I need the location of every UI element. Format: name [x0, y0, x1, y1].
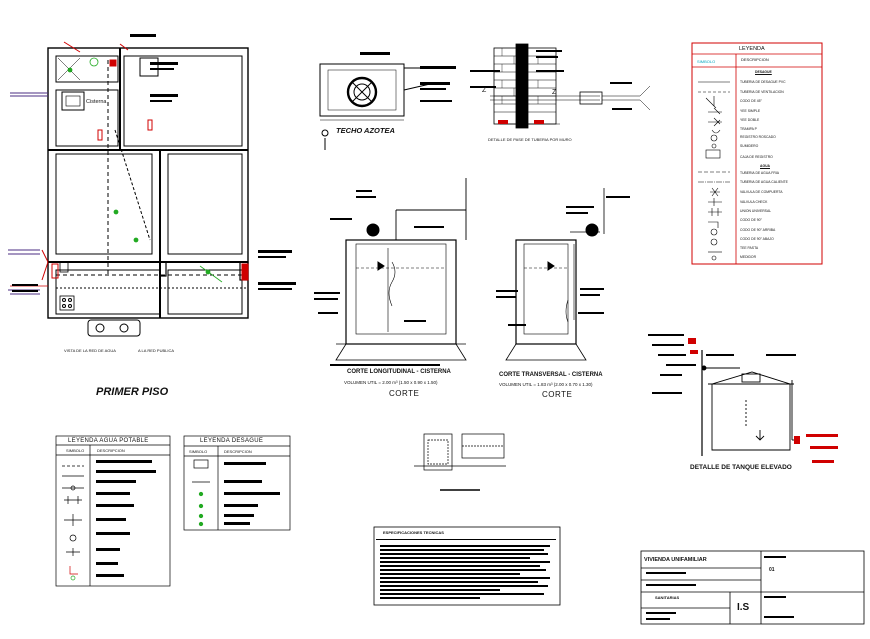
corte-longitudinal-cisterna [335, 178, 467, 361]
plan-green-markers [67, 57, 223, 283]
leyenda-item: TRAMPA P [740, 127, 757, 131]
leyenda-item: TUBERIA DE AGUA FRIA [740, 171, 780, 175]
leyenda-agua-bars [96, 460, 156, 577]
corte-longitudinal-title: CORTE LONGITUDINAL - CISTERNA [347, 369, 451, 375]
plan-note-red-publica: A LA RED PUBLICA [138, 348, 175, 353]
leyenda-item: UNION UNIVERSAL [740, 209, 772, 213]
techo-azotea-detail [319, 63, 440, 150]
corte-transversal-cisterna [505, 188, 605, 361]
leyenda-desague-bars [224, 462, 280, 525]
plan-title: PRIMER PISO [96, 386, 169, 398]
registro-detail [414, 433, 506, 491]
leyenda-item: MEDIDOR [740, 255, 757, 259]
leyenda-item: VALVULA CHECK [740, 200, 768, 204]
leyenda-agua-title: LEYENDA AGUA POTABLE [68, 438, 149, 444]
leyenda-item: VALVULA DE COMPUERTA [740, 190, 783, 194]
leyenda-desague-title: LEYENDA DESAGUE [200, 438, 264, 444]
corte-label-2: CORTE [542, 390, 573, 399]
leyenda-main-col-descripcion: DESCRIPCION [741, 57, 769, 62]
techo-azotea-title: TECHO AZOTEA [336, 126, 395, 135]
especificaciones-block [373, 526, 561, 606]
corte-label-1: CORTE [389, 389, 420, 398]
leyenda-item: YEE SIMPLE [740, 109, 761, 113]
corte-transversal-title: CORTE TRANSVERSAL - CISTERNA [499, 372, 603, 378]
leyenda-item: CODO DE 45° [740, 99, 762, 103]
corte-long-labels [314, 190, 444, 366]
title-block-bars [646, 556, 794, 620]
tanque-elevado-title: DETALLE DE TANQUE ELEVADO [690, 464, 792, 471]
techo-labels [360, 52, 456, 102]
leyenda-desague-col-simbolo: SIMBOLO [189, 449, 208, 454]
tanque-elevado-detail [701, 350, 800, 456]
leyenda-item: YEE DOBLE [740, 118, 760, 122]
leyenda-agua-col-simbolo: SIMBOLO [66, 448, 85, 453]
leyenda-agua-col-descripcion: DESCRIPCION [97, 448, 125, 453]
title-block [640, 550, 865, 625]
leyenda-main-title: LEYENDA [739, 46, 765, 52]
titleblock-project: VIVIENDA UNIFAMILIAR [644, 557, 707, 563]
plan-purple-leaders [8, 92, 48, 295]
svg-text:Z: Z [552, 89, 557, 96]
leyenda-item: REGISTRO ROSCADO [740, 135, 776, 139]
titleblock-specialty: SANITARIAS [655, 595, 680, 600]
leyenda-agua-table [55, 435, 171, 587]
leyenda-item: CODO DE 90° ARRIBA [740, 228, 776, 232]
corte-transversal-volume: VOLUMEN UTIL = 1.83 m³ (2.00 x 0.70 x 1.… [499, 382, 593, 387]
especificaciones-title: ESPECIFICACIONES TECNICAS [383, 530, 444, 535]
floor-plan [47, 47, 249, 337]
plan-annotations [12, 34, 296, 292]
leyenda-item: TUBERIA DE DESAGUE PVC [740, 80, 786, 84]
leyenda-item: TUBERIA DE AGUA CALIENTE [740, 180, 788, 184]
leyenda-desague-col-descripcion: DESCRIPCION [224, 449, 252, 454]
tanque-labels [648, 334, 838, 463]
plan-note-vista: VISTA DE LA RED DE AGUA [64, 348, 116, 353]
corte-trans-labels [496, 196, 630, 326]
cisterna-label: Cisterna [86, 99, 107, 105]
pase-tuberia-detail [490, 43, 651, 129]
titleblock-sheet-code: I.S [737, 602, 750, 613]
leyenda-item: TUBERIA DE VENTILACION [740, 90, 784, 94]
leyenda-item: TEE PASTA [740, 246, 759, 250]
titleblock-number: 01 [769, 567, 775, 573]
leyenda-main-table [691, 42, 823, 265]
leyenda-agua-header: AGUA [760, 164, 770, 168]
leyenda-item: CODO DE 90° [740, 218, 762, 222]
plan-red-markers [10, 41, 249, 287]
leyenda-item: CAJA DE REGISTRO [740, 155, 773, 159]
detalle-pase-title: DETALLE DE PASE DE TUBERIA POR MURO [488, 137, 572, 142]
leyenda-desague-header: DESAGUE [755, 70, 772, 74]
leyenda-item: SUMIDERO [740, 144, 759, 148]
leyenda-main-col-simbolo: SIMBOLO [697, 59, 716, 64]
leyenda-desague-table [183, 435, 291, 531]
corte-longitudinal-volume: VOLUMEN UTIL = 2.00 m³ (1.50 x 0.90 x 1.… [344, 380, 438, 385]
svg-text:Z: Z [482, 87, 487, 94]
leyenda-item: CODO DE 90° ABAJO [740, 237, 774, 241]
pase-labels: Z Z [470, 50, 632, 124]
